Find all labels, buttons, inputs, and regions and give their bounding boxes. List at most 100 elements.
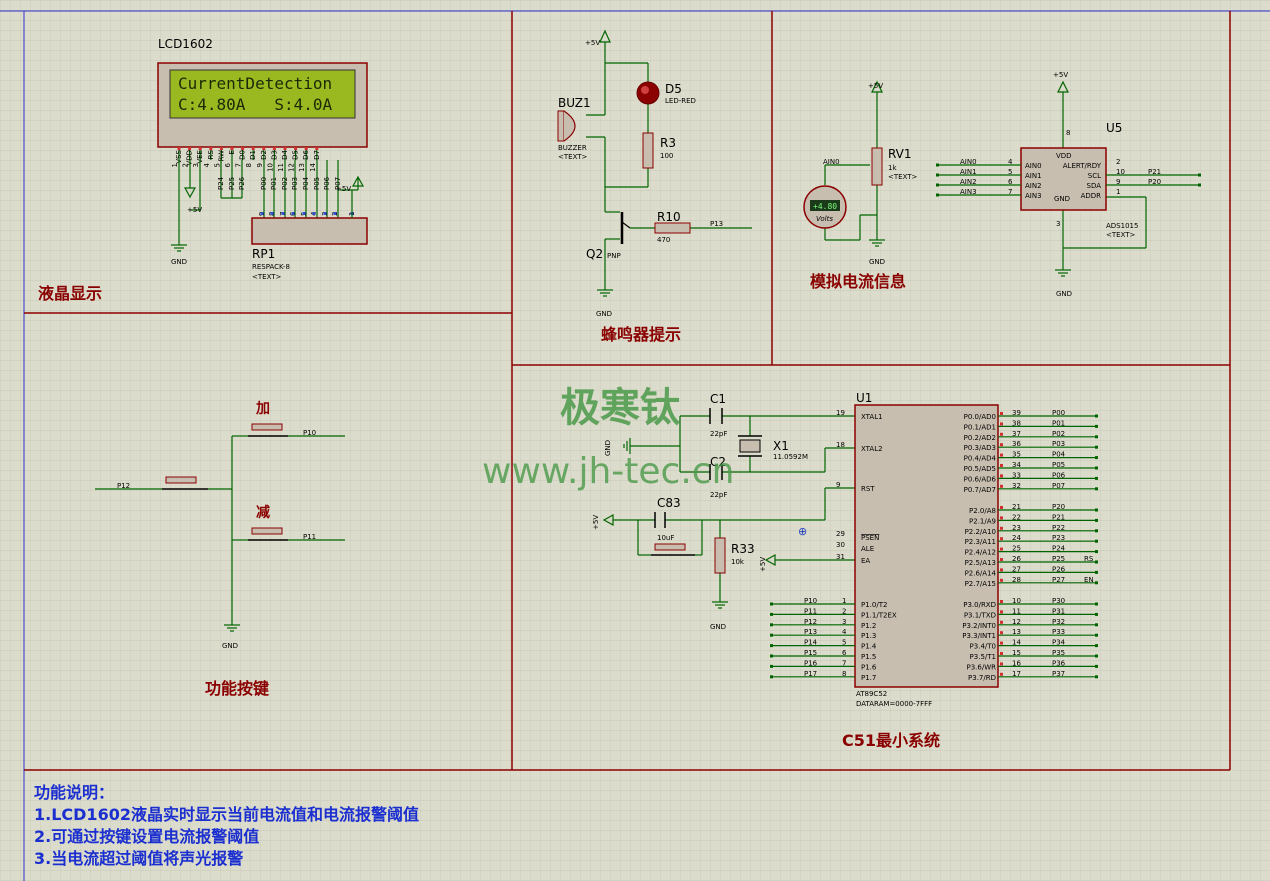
ea-vcc-arrow bbox=[764, 553, 776, 567]
u1-pin-marker bbox=[1000, 558, 1003, 561]
u1-p1-pin-name: P1.3 bbox=[861, 632, 876, 640]
r3-value: 100 bbox=[660, 152, 673, 160]
u1-wire-end bbox=[1095, 414, 1098, 418]
rv1-ref: RV1 bbox=[888, 147, 912, 161]
lcd-pin-number: 1 bbox=[171, 163, 179, 167]
lcd-pin-number: 12 bbox=[288, 163, 296, 172]
u1-pin-marker bbox=[1000, 610, 1003, 614]
u1-right-pin-name: P0.3/AD3 bbox=[964, 444, 996, 452]
u1-right-net: P33 bbox=[1052, 628, 1065, 636]
u1-p1-net: P11 bbox=[804, 607, 817, 615]
section-title-keys: 功能按键 bbox=[205, 679, 269, 698]
analog-wires bbox=[824, 92, 878, 241]
r33-body[interactable] bbox=[714, 537, 726, 574]
crosshair-icon: ⊕ bbox=[798, 525, 807, 538]
u1-right-net: P06 bbox=[1052, 471, 1066, 479]
u1-wire-end bbox=[1095, 445, 1098, 449]
rp1-type: RESPACK-8 bbox=[252, 263, 290, 271]
key-add[interactable] bbox=[248, 423, 288, 437]
u1-pin-marker bbox=[1000, 600, 1003, 603]
ea-vcc-label: +5V bbox=[759, 557, 767, 572]
u1-right-pin-name: P0.5/AD5 bbox=[964, 465, 996, 473]
u1-body[interactable] bbox=[854, 404, 999, 688]
buzzer-body[interactable] bbox=[557, 110, 565, 142]
u1-right-net: P34 bbox=[1052, 639, 1066, 647]
u1-right-net: P03 bbox=[1052, 440, 1065, 448]
u1-right-pin-number: 13 bbox=[1012, 628, 1021, 636]
lcd-pin-number: 10 bbox=[266, 163, 274, 172]
u1-left-pin-name: EA bbox=[861, 557, 870, 565]
u1-wire-end bbox=[1095, 518, 1098, 522]
osc-gnd-symbol bbox=[623, 438, 631, 454]
lcd-pin-name: RS bbox=[207, 149, 215, 159]
reset-button[interactable] bbox=[651, 543, 695, 556]
c2-value: 22pF bbox=[710, 491, 727, 499]
u5-left-pin-number: 4 bbox=[1008, 158, 1013, 166]
c1-capacitor[interactable] bbox=[709, 408, 723, 424]
u1-right-pin-number: 21 bbox=[1012, 503, 1021, 511]
lcd-control-wires bbox=[220, 160, 243, 199]
lcd-ref: LCD1602 bbox=[158, 37, 213, 51]
u1-pin-marker bbox=[1000, 526, 1003, 530]
rst-vcc-arrow bbox=[602, 513, 614, 527]
lcd-pin-name: D3 bbox=[270, 150, 278, 160]
u1-right-pin-number: 38 bbox=[1012, 419, 1021, 427]
u1-p1-pin-number: 5 bbox=[842, 639, 846, 647]
lcd-net-label: P06 bbox=[323, 176, 331, 190]
u1-p1-net: P12 bbox=[804, 618, 817, 626]
u1-right-pin-name: P3.5/T1 bbox=[970, 653, 996, 661]
key-sub[interactable] bbox=[248, 527, 288, 541]
u1-wire-end bbox=[1095, 581, 1098, 585]
u1-left-pin-name: ALE bbox=[861, 545, 874, 553]
r10-body[interactable] bbox=[654, 222, 691, 234]
lcd-net-label: P07 bbox=[334, 177, 342, 190]
lcd-pin-name: E bbox=[228, 150, 236, 154]
u1-right-pin-name: P3.6/WR bbox=[967, 663, 997, 671]
voltmeter-value: +4.80 bbox=[813, 202, 837, 211]
c83-ref: C83 bbox=[657, 496, 681, 510]
lcd-net-label: P03 bbox=[291, 177, 299, 190]
u5-gnd-num: 3 bbox=[1056, 220, 1060, 228]
u1-left-pin-name: RST bbox=[861, 485, 875, 493]
u1-wire-end bbox=[770, 602, 773, 606]
q2-lead bbox=[621, 221, 631, 229]
u1-wire-end bbox=[1095, 602, 1098, 606]
rp1-body[interactable] bbox=[251, 217, 368, 245]
lcd-pin-number: 4 bbox=[203, 162, 211, 167]
d5-led[interactable] bbox=[636, 81, 660, 105]
lcd-pin-name: D6 bbox=[302, 149, 310, 159]
u1-right-net: P04 bbox=[1052, 451, 1066, 459]
u1-pin-marker bbox=[1000, 412, 1003, 415]
x1-crystal[interactable] bbox=[738, 435, 762, 457]
q2-type: PNP bbox=[607, 252, 621, 260]
u1-wire-end bbox=[1095, 508, 1098, 512]
lcd-pin-number: 13 bbox=[298, 163, 306, 172]
u5-right-pin-name: SDA bbox=[1087, 182, 1102, 190]
u5-body[interactable] bbox=[1020, 147, 1107, 211]
c2-capacitor[interactable] bbox=[709, 464, 723, 480]
section-frames bbox=[24, 11, 1231, 771]
u1-ref: U1 bbox=[856, 391, 872, 405]
u1-right-pin-name: P3.4/T0 bbox=[970, 643, 996, 651]
u1-p1-net: P17 bbox=[804, 670, 817, 678]
u5-ext-net: AIN1 bbox=[960, 168, 977, 176]
section-title-mcu: C51最小系统 bbox=[842, 731, 940, 750]
rv1-body[interactable] bbox=[871, 147, 883, 186]
u1-p1-net: P16 bbox=[804, 659, 818, 667]
u1-wire-end bbox=[1095, 424, 1098, 428]
rv1-value: 1k bbox=[888, 164, 897, 172]
u5-ext-net: AIN3 bbox=[960, 188, 977, 196]
lcd-pin-marker bbox=[283, 147, 287, 150]
r3-body[interactable] bbox=[642, 132, 654, 169]
key-p12[interactable] bbox=[162, 476, 208, 490]
u1-pins: XTAL119XTAL218RST9PSEN29ALE30EA31P0.0/AD… bbox=[770, 409, 1098, 682]
lcd-pin-marker bbox=[230, 147, 234, 150]
u5-wire-end bbox=[936, 183, 939, 187]
u1-right-net: P26 bbox=[1052, 565, 1066, 573]
u1-right-pin-name: P2.7/A15 bbox=[965, 580, 996, 588]
c83-capacitor[interactable] bbox=[654, 512, 666, 528]
u1-left-pin-name: XTAL2 bbox=[861, 445, 883, 453]
voltmeter-unit: Volts bbox=[816, 215, 833, 223]
u1-right-net: P21 bbox=[1052, 513, 1065, 521]
